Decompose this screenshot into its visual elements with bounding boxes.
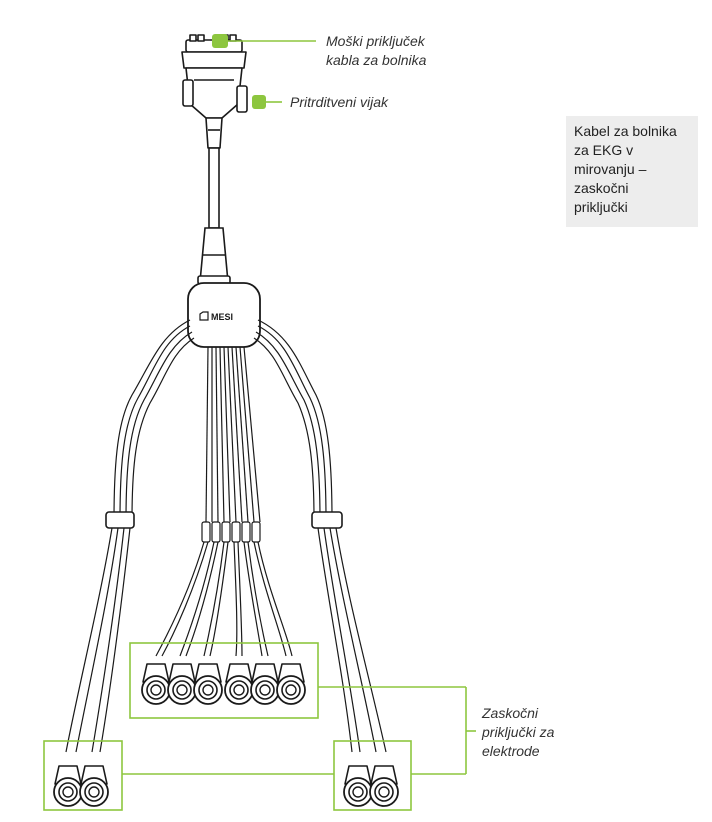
- svg-text:MESI: MESI: [211, 312, 233, 322]
- mesi-logo: MESI: [199, 311, 233, 322]
- main-cable: [197, 147, 231, 285]
- cable-hub: MESI: [187, 282, 261, 348]
- connector-label: Moški priključek kabla za bolnika: [326, 33, 427, 68]
- snap-connector: [193, 663, 223, 705]
- center-snaps-box: [129, 642, 319, 719]
- snap-connector: [250, 663, 280, 705]
- left-snaps-box: [43, 740, 123, 811]
- db-connector: [181, 34, 248, 149]
- snap-connector: [79, 765, 109, 807]
- snaps-label: Zaskočni priključki za elektrode: [482, 705, 555, 759]
- snap-connector: [369, 765, 399, 807]
- snap-connector: [276, 663, 306, 705]
- info-box: Kabel za bolnika za EKG v mirovanju – za…: [566, 116, 698, 227]
- snap-connector: [224, 663, 254, 705]
- right-snaps-box: [333, 740, 412, 811]
- snap-connector: [141, 663, 171, 705]
- snap-connector: [167, 663, 197, 705]
- screw-marker: [252, 95, 266, 109]
- callout-leaders: [228, 40, 316, 103]
- connector-marker: [212, 34, 228, 48]
- snap-connectors: [53, 663, 399, 807]
- lead-wires: [65, 319, 387, 753]
- screw-label: Pritrditveni vijak: [290, 94, 389, 110]
- snap-connector: [53, 765, 83, 807]
- snap-connector: [343, 765, 373, 807]
- snap-highlights: [43, 642, 476, 811]
